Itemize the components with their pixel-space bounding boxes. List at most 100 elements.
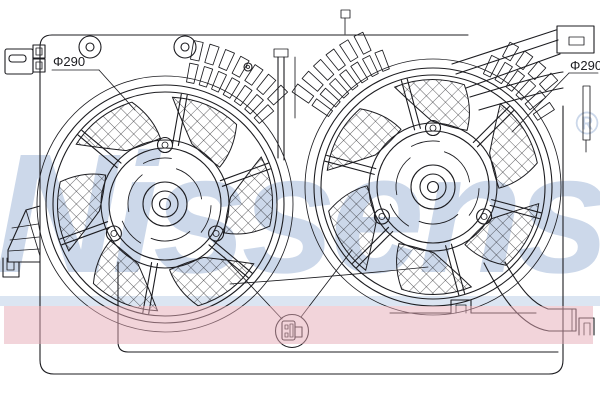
fan-strut	[476, 110, 515, 148]
plug-pin-inner	[35, 47, 43, 56]
bracket-rib	[8, 248, 40, 252]
fan-strut	[351, 226, 390, 264]
mount-hole-center	[85, 42, 95, 52]
motor-hub-circle	[426, 180, 440, 194]
hub-slot	[418, 214, 459, 225]
fan-strut	[450, 243, 466, 294]
right-fan	[304, 58, 562, 316]
hub-slot	[443, 151, 471, 183]
plug-pin	[32, 58, 46, 73]
right-diameter-label: Φ290	[570, 58, 600, 73]
bracket-arm	[455, 39, 559, 75]
vent-louver	[204, 43, 220, 66]
vent-louver	[319, 87, 341, 108]
fan-strut	[221, 168, 271, 187]
vent-louver	[244, 94, 264, 115]
side-clip	[582, 85, 591, 141]
bracket-brace	[25, 209, 41, 257]
vent-louver	[231, 55, 250, 78]
fan-strut	[219, 162, 269, 182]
callout-leader-right	[300, 249, 353, 318]
hub-bolt	[476, 208, 493, 225]
fan-strut	[472, 105, 510, 144]
vent-louver	[233, 84, 253, 107]
vent-louver	[198, 66, 214, 88]
mount-hole	[173, 35, 197, 59]
fan-strut	[171, 93, 182, 145]
shroud-frame	[39, 34, 564, 375]
fan-blade	[464, 203, 540, 266]
fan-blade	[168, 256, 255, 307]
vent-louver	[325, 48, 346, 71]
fan-strut	[61, 226, 111, 246]
fan-blade	[489, 102, 538, 189]
vent-louver	[186, 62, 199, 84]
motor-hub-circle	[158, 197, 172, 211]
left-diameter-label: Φ290	[53, 54, 85, 69]
left-mount-bracket	[2, 205, 41, 278]
vent-louver	[313, 58, 335, 81]
fan-strut	[356, 230, 394, 269]
fan-blade	[328, 185, 377, 272]
fan-strut	[324, 160, 375, 175]
vent-louver	[256, 73, 277, 96]
hub-bolt	[208, 225, 225, 242]
hub-slot	[395, 157, 411, 196]
plug-slot	[8, 54, 27, 63]
motor-hub-circle	[368, 122, 498, 252]
fan-strut	[489, 204, 540, 220]
hub-slot	[150, 231, 191, 242]
left-fan	[36, 75, 294, 333]
vent-louver	[329, 78, 350, 99]
bracket-lower-arm	[469, 71, 564, 98]
vent-louver	[532, 101, 555, 121]
fan-strut	[148, 263, 159, 315]
screw	[243, 62, 253, 72]
hub-bolt-center	[480, 213, 488, 220]
fan-strut	[445, 245, 460, 296]
vent-louver	[301, 70, 324, 92]
wire-clamp	[273, 48, 289, 58]
fan-strut	[177, 94, 188, 146]
left-shroud-vents	[186, 40, 289, 124]
right-label-leader	[511, 72, 570, 133]
vent-louver	[339, 39, 359, 63]
dimension-labels: Φ290 Φ290	[51, 54, 600, 133]
fan-ring	[320, 74, 546, 300]
fan-strut	[212, 239, 253, 274]
fan-blade	[393, 78, 470, 131]
vent-louver	[190, 40, 204, 62]
vent-louver	[244, 64, 264, 86]
vent-louver	[539, 72, 559, 92]
fan-strut	[400, 80, 416, 131]
fan-blade	[75, 101, 162, 152]
bracket-hook-inner	[6, 257, 15, 271]
motor-hub-circle	[100, 139, 230, 269]
fan-blade	[56, 173, 107, 252]
bracket-rib	[9, 236, 40, 241]
fan-strut	[491, 199, 542, 214]
wiring-harness	[229, 9, 429, 285]
vent-louver	[515, 50, 534, 71]
fan-blade	[326, 108, 402, 171]
bracket-rib	[11, 223, 39, 229]
fan-strut	[406, 78, 421, 129]
hub-bolt-center	[110, 230, 118, 237]
vent-louver	[527, 60, 547, 81]
vent-louver	[494, 61, 513, 85]
fan-strut	[77, 134, 118, 169]
motor-hub-circle	[142, 181, 188, 227]
registered-trademark-icon: ®	[575, 105, 599, 141]
harness-wire	[229, 266, 429, 285]
fan-blade	[223, 156, 274, 235]
hub-bolt-center	[378, 213, 386, 220]
fan-strut	[326, 154, 377, 170]
vent-louver	[482, 54, 500, 78]
hub-bolt	[373, 208, 390, 225]
bracket-arm	[451, 29, 557, 65]
vent-louver	[515, 79, 537, 101]
vent-louver	[218, 49, 235, 71]
left-label-leader	[98, 69, 136, 111]
vent-louver	[353, 31, 372, 55]
